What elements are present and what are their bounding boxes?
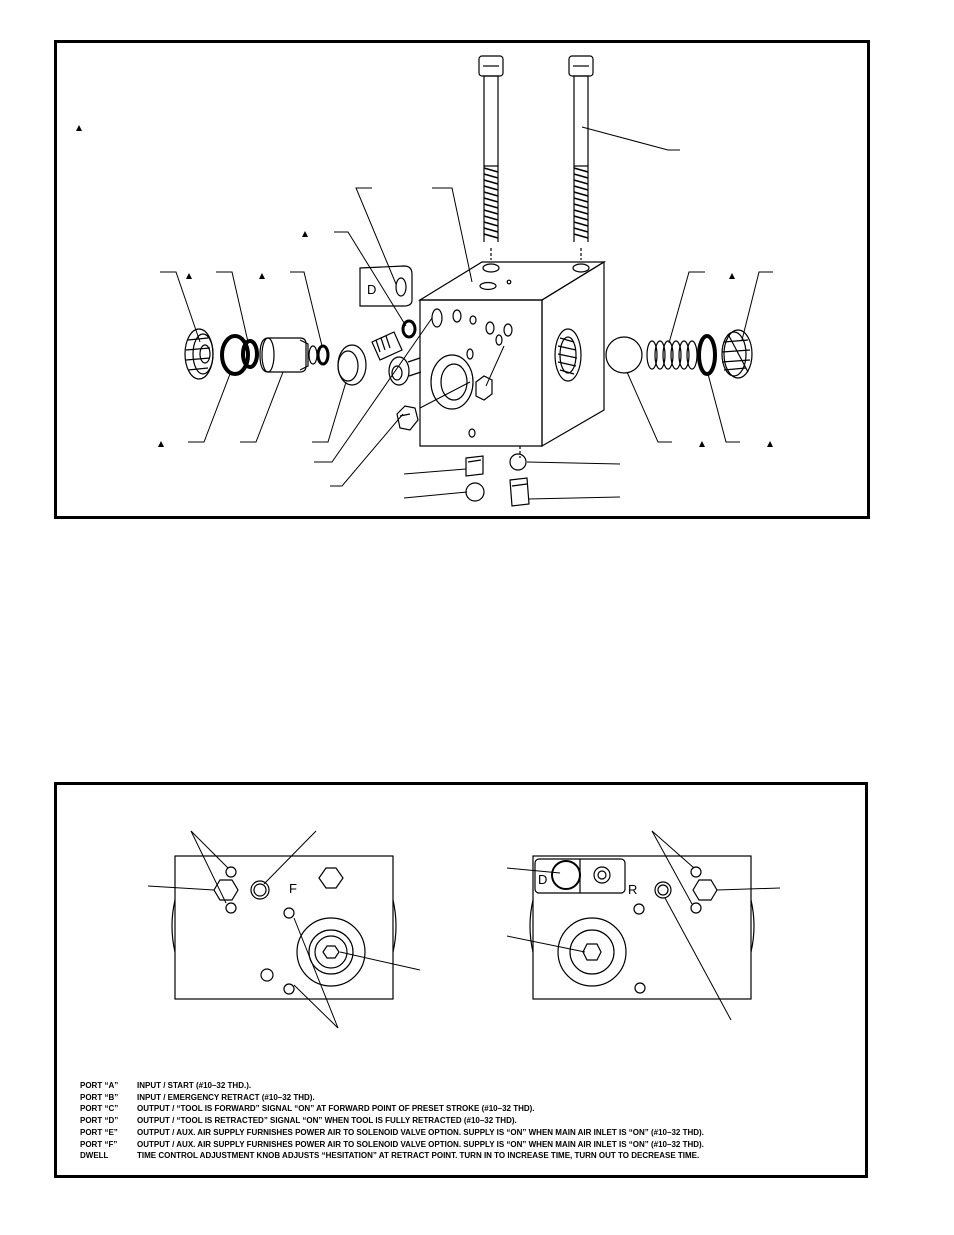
legend-port-label: PORT “F” [80,1139,118,1149]
replacement-part-markers [76,125,773,447]
left-medium-o-ring [241,339,259,369]
hex-plug-rear [692,879,718,901]
port-identification-frame [54,782,868,1178]
small-ball-right [509,453,527,471]
hex-plug-top-front [318,867,344,889]
legend-description: OUTPUT / AUX. AIR SUPPLY FURNISHES POWER… [137,1139,704,1149]
port-a-hole [225,866,237,878]
legend-row: PORT “E” OUTPUT / AUX. AIR SUPPLY FURNIS… [80,1127,840,1139]
wedge-insert-right [509,477,530,507]
valve-block [417,260,607,458]
right-end-cap [721,329,753,379]
legend-description: TIME CONTROL ADJUSTMENT KNOB ADJUSTS “HE… [137,1151,700,1161]
hex-plug-front [213,879,239,901]
socket-set-screw [388,356,422,386]
left-large-o-ring [220,334,250,376]
legend-description: OUTPUT / “TOOL IS FORWARD” SIGNAL “ON” A… [137,1104,535,1114]
legend-description: OUTPUT / AUX. AIR SUPPLY FURNISHES POWER… [137,1127,704,1137]
legend-port-label: PORT “A” [80,1081,119,1090]
legend-row: PORT “F” OUTPUT / AUX. AIR SUPPLY FURNIS… [80,1139,840,1151]
rear-face-letter: R [628,882,637,897]
legend-port-label: PORT “B” [80,1092,119,1102]
legend-row: PORT “D” OUTPUT / “TOOL IS RETRACTED” SI… [80,1115,840,1127]
svg-text:D: D [367,282,376,297]
legend-row: DWELL TIME CONTROL ADJUSTMENT KNOB ADJUS… [80,1150,840,1162]
legend-port-label: PORT “C” [80,1104,119,1114]
check-ball [605,336,643,374]
rear-face-view: D R [529,855,755,1000]
small-o-ring [401,319,417,339]
legend-row: PORT “A” INPUT / START (#10–32 THD.). [80,1080,840,1092]
legend-port-label: PORT “D” [80,1116,119,1126]
port-legend: PORT “A” INPUT / START (#10–32 THD.). PO… [80,1080,840,1162]
leader-lines-bottom [147,830,781,1029]
socket-head-screw-right [568,55,594,260]
legend-row: PORT “B” INPUT / EMERGENCY RETRACT (#10–… [80,1092,840,1104]
port-b-hole [225,902,237,914]
left-end-cap [184,328,214,380]
legend-description: INPUT / START (#10–32 THD.). [137,1081,252,1090]
wedge-insert-left [465,455,484,477]
d-bracket-plate: D [359,265,413,307]
leader-lines-top [160,126,773,500]
spool-piston [259,337,318,373]
front-face-letter: F [289,881,297,896]
exploded-view-frame [54,40,870,519]
front-face-view: F [171,855,397,1000]
legend-description: INPUT / EMERGENCY RETRACT (#10–32 THD). [137,1092,315,1102]
legend-port-label: DWELL [80,1151,109,1161]
left-small-o-ring [316,344,330,366]
legend-row: PORT “C” OUTPUT / “TOOL IS FORWARD” SIGN… [80,1103,840,1115]
legend-description: OUTPUT / “TOOL IS RETRACTED” SIGNAL “ON”… [137,1116,517,1126]
needle-plug [337,331,403,386]
legend-port-label: PORT “E” [80,1127,118,1137]
right-o-ring [697,334,717,376]
socket-head-screw-left [478,55,504,260]
plate-letter: D [538,872,547,887]
